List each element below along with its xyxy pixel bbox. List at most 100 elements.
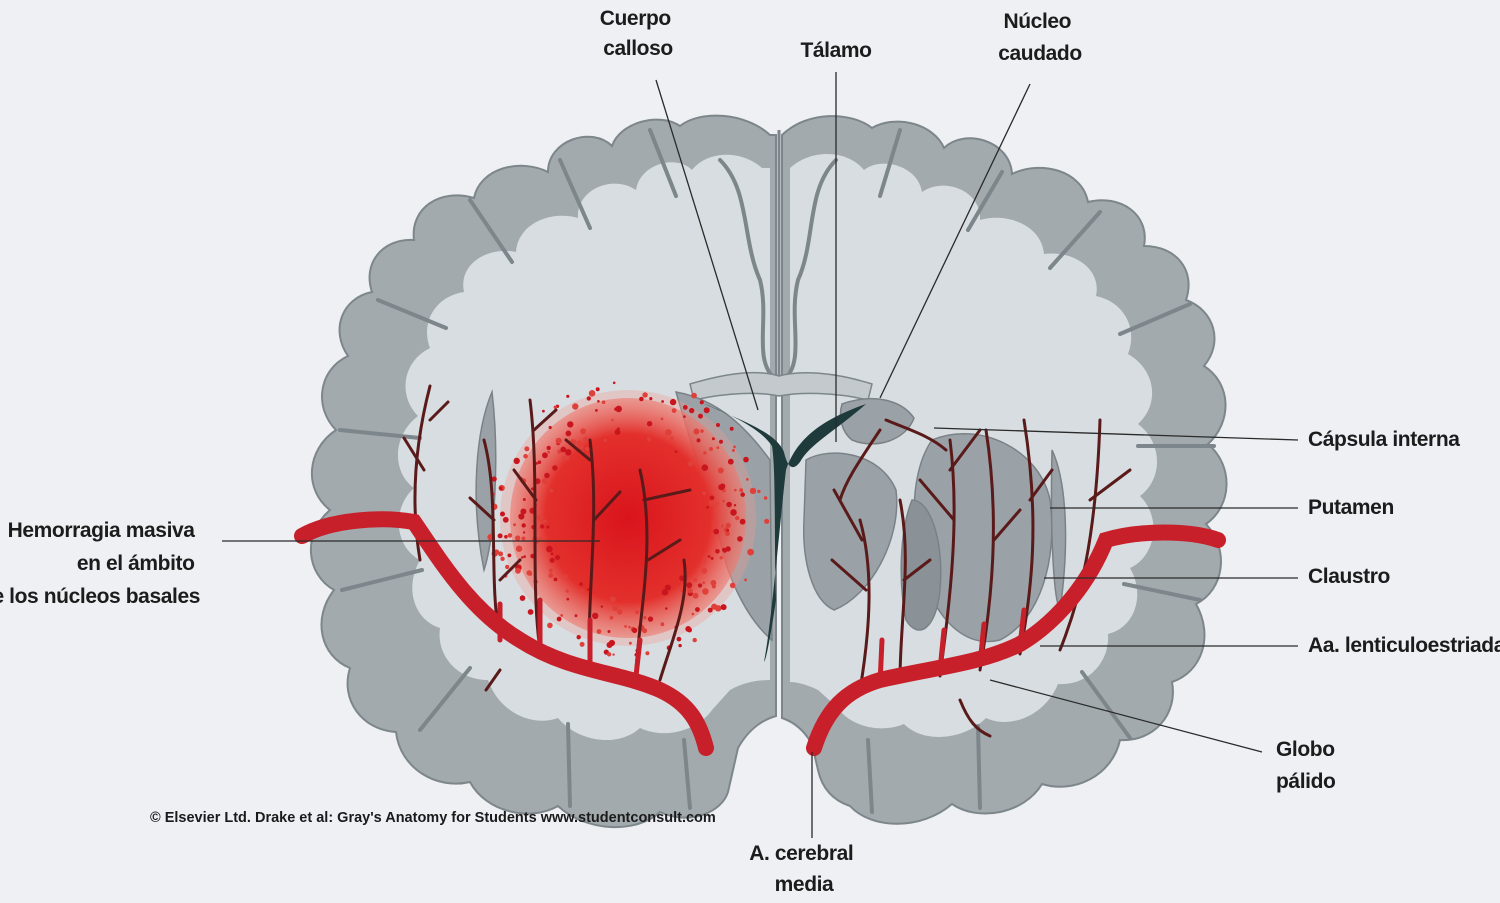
hemorrhage-speckle <box>560 614 564 617</box>
hemorrhage-speckle <box>614 429 621 435</box>
hemorrhage-speckle <box>611 418 614 422</box>
hemorrhage-speckle <box>683 415 686 418</box>
hemorrhage-speckle <box>763 496 768 500</box>
hemorrhage-speckle <box>698 413 703 419</box>
hemorrhage-speckle <box>543 519 547 523</box>
hemorrhage-speckle <box>661 588 669 596</box>
diagram-labels: Cuerpo calloso Tálamo Núcleo caudado Cáp… <box>0 7 1500 896</box>
hemorrhage-speckle <box>727 458 734 465</box>
hemorrhage-speckle <box>544 472 550 479</box>
hemorrhage-speckle <box>521 523 526 528</box>
hemorrhage-speckle <box>586 396 591 401</box>
hemorrhage-speckle <box>504 535 508 539</box>
hemorrhage-speckle <box>553 405 557 409</box>
label-hemorrhage: Hemorragia masiva en el ámbito de los nú… <box>0 519 200 608</box>
hemorrhage-speckle <box>717 467 724 474</box>
hemorrhage-speckle <box>676 636 682 642</box>
hemorrhage-speckle <box>505 564 510 570</box>
hemorrhage-speckle <box>701 567 708 574</box>
hemorrhage-speckle <box>616 609 623 615</box>
hemorrhage-speckle <box>515 545 523 552</box>
hemorrhage-speckle <box>580 428 587 435</box>
hemorrhage-speckle <box>576 635 581 640</box>
hemorrhage-speckle <box>660 417 664 421</box>
hemorrhage-speckle <box>707 607 713 613</box>
hemorrhage-speckle <box>519 595 526 601</box>
hemorrhage-speckle <box>600 605 604 608</box>
hemorrhage-speckle <box>716 502 719 506</box>
hemorrhage-speckle <box>629 641 632 645</box>
hemorrhage-speckle <box>607 630 611 633</box>
hemorrhage-speckle <box>711 603 718 610</box>
hemorrhage-speckle <box>639 396 644 402</box>
left-middle-cerebral-artery <box>294 511 714 756</box>
hemorrhage-speckle <box>531 487 534 491</box>
hemorrhage-speckle <box>576 440 583 446</box>
hemorrhage-speckle <box>579 588 585 594</box>
hemorrhage-speckle <box>546 445 551 451</box>
hemorrhage-speckle <box>682 405 688 410</box>
hemorrhage-speckle <box>498 551 504 557</box>
hemorrhage-speckle <box>729 582 736 589</box>
hemorrhage-speckle <box>665 607 668 610</box>
hemorrhage-speckle <box>703 556 707 560</box>
hemorrhage-speckle <box>687 461 694 467</box>
hemorrhage-speckle <box>612 381 616 385</box>
label-middle-cerebral-artery: A. cerebral media <box>749 842 859 896</box>
hemorrhage-speckle <box>520 508 527 515</box>
hemorrhage-speckle <box>631 627 638 634</box>
hemorrhage-speckle <box>552 465 558 471</box>
hemorrhage-speckle <box>518 513 525 520</box>
hemorrhage-speckle <box>592 612 599 619</box>
hemorrhage-speckle <box>722 547 726 552</box>
hemorrhage-speckle <box>692 592 699 599</box>
copyright-credit: © Elsevier Ltd. Drake et al: Gray's Anat… <box>150 810 716 826</box>
hemorrhage-speckle <box>713 528 719 535</box>
artery-branches <box>497 597 1027 687</box>
hemorrhage-speckle <box>603 600 607 604</box>
hemorrhage-speckle <box>726 528 730 532</box>
hemorrhage-speckle <box>521 556 524 559</box>
hemorrhage-speckle <box>701 464 709 472</box>
hemorrhage-speckle <box>703 407 710 414</box>
hemorrhage-speckle <box>674 450 678 454</box>
hemorrhage-speckle <box>757 489 761 494</box>
hemorrhage-speckle <box>733 504 737 507</box>
hemorrhage-speckle <box>729 426 734 431</box>
hemorrhage-speckle <box>567 421 574 428</box>
hemorrhage-speckle <box>624 625 627 628</box>
hemorrhage-speckle <box>715 549 720 554</box>
hemorrhage-speckle <box>703 451 707 455</box>
label-putamen: Putamen <box>1308 496 1394 519</box>
hemorrhage-speckle <box>566 394 570 398</box>
hemorrhage-speckle <box>541 478 548 485</box>
hemorrhage-speckle <box>739 488 744 493</box>
hemorrhage-speckle <box>646 437 652 442</box>
hemorrhage-speckle <box>689 407 695 414</box>
hemorrhage-speckle <box>707 555 711 558</box>
leader-lines <box>222 72 1299 838</box>
hemorrhage-speckle <box>585 446 590 452</box>
label-internal-capsule: Cápsula interna <box>1308 428 1460 451</box>
hemorrhage-speckle <box>711 437 715 441</box>
hemorrhage-speckle <box>540 524 545 529</box>
hemorrhage-speckle <box>537 460 542 465</box>
hemorrhage-speckle <box>563 457 567 461</box>
hemorrhage-speckle <box>671 408 677 413</box>
label-corpus-callosum: Cuerpo calloso <box>600 7 677 60</box>
hemorrhage-speckle <box>609 615 614 620</box>
corpus-callosum <box>689 372 873 401</box>
hemorrhage-speckle <box>546 525 550 529</box>
hemorrhage-speckle <box>606 652 612 657</box>
hemorrhage-speckle <box>536 514 544 521</box>
hemorrhage-speckle <box>708 500 715 507</box>
hemorrhage-speckle <box>507 533 513 538</box>
hemorrhage-speckle <box>749 487 757 495</box>
hemorrhage-speckle <box>524 446 530 452</box>
hemorrhage-speckle <box>612 604 619 612</box>
hemorrhage-speckle <box>702 581 706 585</box>
hemorrhage-speckle <box>547 450 551 454</box>
hemorrhage-speckle <box>697 583 703 588</box>
hemorrhage-speckle <box>548 425 552 430</box>
hemorrhage-speckle <box>523 453 528 459</box>
